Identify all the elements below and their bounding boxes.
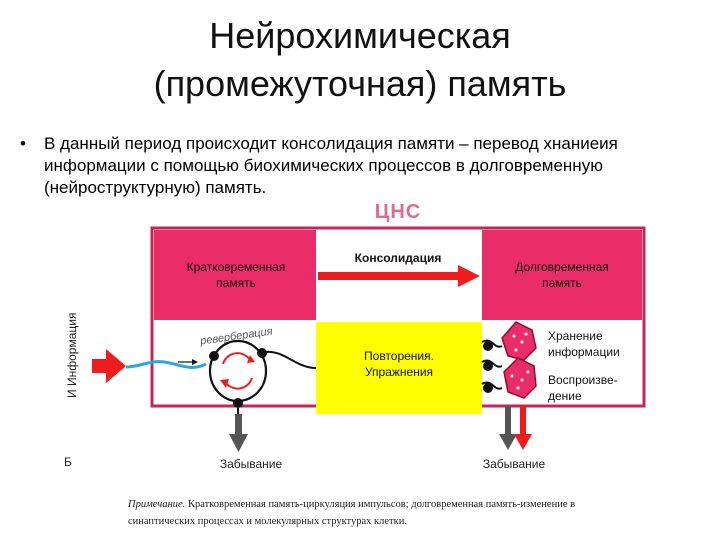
- short-term-line-1: Кратковременная: [187, 260, 286, 274]
- repetition-line-2: Упражнения: [365, 365, 433, 379]
- title-line-2: (промежуточная) память: [153, 63, 567, 104]
- bullet-marker: •: [20, 134, 26, 153]
- reverberation-label: реверберация: [199, 325, 274, 347]
- short-term-line-2: память: [216, 276, 256, 290]
- footnote-label: Примечание.: [128, 499, 186, 510]
- info-input-label: И Информация: [65, 313, 79, 398]
- synapse-connectors: [481, 339, 503, 393]
- storage-line-2: информации: [548, 345, 620, 359]
- nerve-fiber: [125, 360, 207, 369]
- forget-right-label: Забывание: [483, 457, 546, 471]
- long-term-box: [482, 230, 642, 320]
- consolidation-label: Консолидация: [355, 251, 442, 265]
- repetition-box: [316, 322, 482, 414]
- title-line-1: Нейрохимическая: [209, 15, 511, 56]
- cns-label: ЦНС: [375, 201, 422, 223]
- forget-right-arrows: [499, 406, 532, 450]
- bullet-item: • В данный период происходит консолидаци…: [20, 133, 644, 199]
- short-term-box: [154, 230, 316, 320]
- long-term-line-2: память: [542, 276, 582, 290]
- footnote-text: Кратковременная память-циркуляция импуль…: [128, 499, 576, 527]
- forget-left-label: Забывание: [220, 457, 283, 471]
- slide-title: Нейрохимическая (промежуточная) память: [0, 12, 720, 108]
- storage-line-1: Хранение: [548, 329, 603, 343]
- molecular-structure-icon: [501, 321, 537, 399]
- left-letter-b: Б: [64, 455, 72, 469]
- recall-line-1: Воспроизве-: [548, 373, 618, 387]
- forget-left-arrow: [229, 414, 248, 452]
- long-term-line-1: Долговременная: [515, 260, 609, 274]
- signal-arrowhead: [192, 359, 198, 365]
- bullet-text: В данный период происходит консолидация …: [44, 134, 618, 197]
- recall-line-2: дение: [548, 389, 582, 403]
- input-arrow: [92, 349, 126, 383]
- repetition-line-1: Повторения.: [364, 349, 434, 363]
- consolidation-arrow: [318, 265, 480, 287]
- footnote: Примечание. Кратковременная память-цирку…: [128, 496, 598, 530]
